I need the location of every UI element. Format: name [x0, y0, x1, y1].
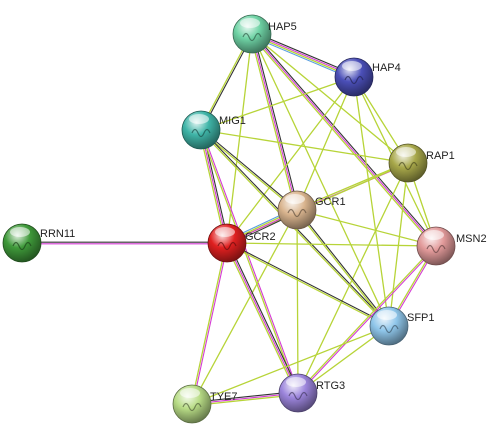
node-label-hap4: HAP4 [372, 62, 401, 74]
node-label-gcr1: GCR1 [315, 196, 346, 208]
edge-layer [21, 31, 438, 407]
edge-gcr1-msn2-yellowgreen[interactable] [296, 209, 437, 247]
protein-structure-icon [191, 128, 211, 138]
edge-msn2-rtg3-yellowgreen[interactable] [296, 244, 437, 394]
protein-structure-icon [379, 324, 399, 334]
edge-hap5-rap1-yellowgreen[interactable] [251, 33, 409, 164]
node-hap5[interactable]: HAP5 [232, 14, 297, 54]
node-rtg3[interactable]: RTG3 [278, 373, 345, 413]
node-label-sfp1: SFP1 [407, 312, 435, 324]
node-highlight [424, 230, 444, 240]
protein-structure-icon [217, 241, 237, 251]
node-label-tye7: TYE7 [210, 391, 238, 403]
node-label-rap1: RAP1 [426, 150, 455, 162]
edge-hap5-gcr1-black[interactable] [253, 33, 300, 211]
edge-gcr1-tye7-yellowgreen[interactable] [191, 209, 298, 405]
edge-hap4-gcr2-yellowgreen[interactable] [226, 76, 355, 244]
node-sfp1[interactable]: SFP1 [369, 306, 435, 346]
node-msn2[interactable]: MSN2 [416, 226, 487, 266]
node-gcr2[interactable]: GCR2 [207, 223, 276, 263]
node-highlight [286, 377, 306, 387]
edge-gcr2-rtg3-magenta[interactable] [226, 242, 299, 394]
node-label-rrn11: RRN11 [40, 228, 75, 240]
edge-hap4-sfp1-yellowgreen[interactable] [353, 76, 390, 327]
edge-gcr2-tye7-yellowgreen[interactable] [190, 242, 227, 405]
node-highlight [342, 61, 362, 71]
edge-hap5-gcr1-magenta[interactable] [251, 33, 298, 211]
edge-hap5-msn2-yellowgreen[interactable] [250, 34, 436, 248]
node-label-gcr2: GCR2 [245, 231, 276, 243]
node-highlight [285, 194, 305, 204]
edge-mig1-rtg3-magenta[interactable] [201, 129, 300, 394]
edge-rap1-gcr1-yellowgreen[interactable] [296, 161, 409, 210]
protein-structure-icon [242, 32, 262, 42]
edge-rap1-sfp1-yellowgreen[interactable] [388, 162, 409, 327]
protein-structure-icon [344, 75, 364, 85]
edge-hap5-gcr1-yellowgreen[interactable] [249, 33, 297, 212]
protein-structure-icon [182, 402, 202, 412]
node-tye7[interactable]: TYE7 [172, 384, 238, 424]
node-highlight [240, 18, 260, 28]
edge-mig1-rtg3-yellowgreen[interactable] [199, 129, 298, 394]
edge-gcr1-sfp1-black[interactable] [297, 208, 391, 327]
node-rap1[interactable]: RAP1 [388, 143, 455, 183]
node-label-mig1: MIG1 [219, 115, 246, 127]
node-mig1[interactable]: MIG1 [181, 110, 246, 150]
edge-hap5-sfp1-yellowgreen[interactable] [251, 33, 390, 327]
protein-structure-icon [287, 208, 307, 218]
node-rrn11[interactable]: RRN11 [2, 223, 75, 263]
edge-mig1-gcr1-yellowgreen[interactable] [199, 129, 298, 212]
edge-gcr2-rtg3-yellowgreen[interactable] [224, 243, 298, 395]
node-highlight [189, 114, 209, 124]
node-label-rtg3: RTG3 [316, 380, 345, 392]
edge-gcr1-sfp1-yellowgreen[interactable] [295, 209, 390, 328]
edge-hap4-mig1-yellowgreen[interactable] [200, 76, 355, 131]
protein-structure-icon [398, 161, 418, 171]
node-label-hap5: HAP5 [268, 21, 297, 33]
edge-gcr2-rtg3-black[interactable] [227, 241, 300, 393]
node-highlight [180, 388, 200, 398]
protein-structure-icon [288, 391, 308, 401]
edge-gcr2-sfp1-yellowgreen[interactable] [225, 243, 390, 328]
node-highlight [215, 227, 235, 237]
protein-structure-icon [12, 241, 32, 251]
edge-tye7-sfp1-yellowgreen[interactable] [191, 325, 390, 405]
node-highlight [377, 310, 397, 320]
edge-gcr2-sfp1-black[interactable] [226, 241, 390, 326]
edge-hap5-msn2-magenta[interactable] [251, 33, 437, 247]
protein-structure-icon [426, 244, 446, 254]
edge-gcr1-rtg3-yellowgreen[interactable] [296, 209, 299, 394]
node-gcr1[interactable]: GCR1 [277, 190, 346, 230]
edge-gcr2-msn2-yellowgreen[interactable] [226, 242, 437, 247]
node-hap4[interactable]: HAP4 [334, 57, 401, 97]
edge-mig1-rap1-yellowgreen[interactable] [200, 129, 409, 164]
edge-hap5-msn2-black[interactable] [252, 32, 438, 246]
edge-gcr2-tye7-magenta[interactable] [192, 242, 229, 405]
node-highlight [396, 147, 416, 157]
edge-mig1-gcr1-black[interactable] [200, 128, 299, 210]
node-label-msn2: MSN2 [456, 233, 487, 245]
edge-hap4-gcr1-yellowgreen[interactable] [296, 76, 355, 211]
node-highlight [10, 227, 30, 237]
edge-msn2-rtg3-magenta[interactable] [298, 245, 438, 395]
